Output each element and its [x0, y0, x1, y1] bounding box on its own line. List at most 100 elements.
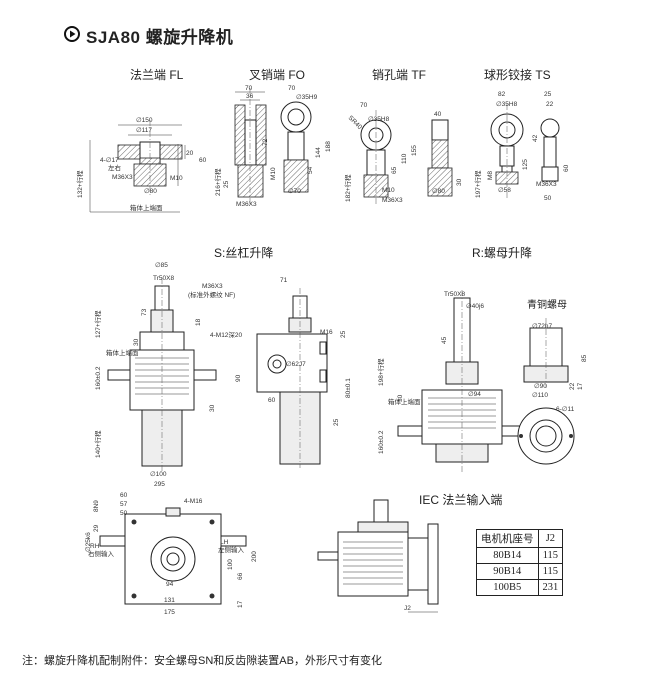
dim-fo-h188: 188 — [325, 141, 332, 152]
dim-tf-h155: 155 — [411, 145, 418, 156]
dim-ts-w82: 82 — [498, 91, 506, 98]
dim-plan-h66: 66 — [237, 572, 244, 580]
play-circle-icon — [64, 26, 80, 42]
dim-r-h160: 160±0.2 — [378, 430, 385, 454]
dim-ts-w25: 25 — [544, 91, 552, 98]
dim-fo-h72: 72 — [262, 138, 269, 146]
dim-ts-h50: 50 — [544, 195, 552, 202]
motor-frame-table: 电机机座号 J2 80B14 115 90B14 115 100B5 231 — [476, 529, 564, 596]
dim-fo-h25: 25 — [223, 180, 230, 188]
dim-s-h90: 90 — [235, 374, 242, 382]
dim-tf-h65: 65 — [391, 166, 398, 174]
dim-fl-d80: ∅80 — [144, 188, 157, 195]
dim-tf-m10: M10 — [382, 187, 395, 194]
pin-hole-end-view: 70 ∅35H8 SR40 40 110 155 65 30 ∅80 M10 M… — [343, 102, 463, 205]
dim-fl-holes: 4-∅17 — [100, 157, 119, 164]
table-cell: 80B14 — [476, 547, 539, 564]
dim-r-d90: ∅90 — [534, 383, 547, 390]
dim-fo-w36: 36 — [246, 93, 254, 100]
table-row: 90B14 115 — [476, 563, 564, 580]
dim-plan-w50: 50 — [120, 510, 128, 517]
dim-s-m36: M36X3 — [202, 283, 223, 290]
label-flange-end: 法兰端 FL — [130, 68, 184, 82]
label-ball-joint-end: 球形铰接 TS — [484, 68, 551, 82]
dim-s-h73: 73 — [141, 308, 148, 316]
dim-r-holes: 6-∅11 — [556, 406, 575, 413]
dim-s-w60: 60 — [268, 397, 276, 404]
dim-tf-d80: ∅80 — [432, 188, 445, 195]
nut-lift-front-view: Tr50X8 ∅40j6 45 198+行程 30 箱体上端面 ∅94 160±… — [376, 290, 527, 473]
dim-fo-pin: ∅35H9 — [296, 94, 318, 101]
footnote: 注：螺旋升降机配制附件：安全螺母SN和反齿隙装置AB，外形尺寸有变化 — [22, 655, 382, 667]
dim-ts-d58: ∅58 — [498, 187, 511, 194]
dim-s-m36-note: (标准外螺纹 NF) — [188, 290, 235, 299]
dim-fo-stroke: 216+行程 — [213, 168, 222, 196]
dim-plan-h100: 100 — [227, 559, 234, 570]
label-pin-hole-end: 销孔端 TF — [372, 68, 426, 82]
plan-and-iec-drawing: 60 57 50 8N9 4-M16 ∅25k6 29 RH 右侧输入 LH 左… — [85, 492, 439, 616]
dim-plan-rh: RH — [90, 543, 100, 550]
dim-s-box-top: 箱体上端面 — [106, 348, 139, 357]
dim-plan-w131: 131 — [164, 597, 175, 604]
label-fork-end: 叉销端 FO — [249, 68, 305, 82]
dim-iec-j2: J2 — [404, 605, 411, 612]
end-types-drawing: ∅150 ∅117 4-∅17 左右 M36X3 ∅80 20 60 M10 箱… — [75, 85, 570, 213]
dim-plan-w60: 60 — [120, 492, 128, 499]
dim-r-stroke: 198+行程 — [376, 358, 385, 386]
dim-tf-h40: 40 — [434, 111, 442, 118]
dim-r-h85: 85 — [581, 354, 588, 362]
dim-plan-m16: 4-M16 — [184, 498, 203, 505]
dim-fo-w70: 70 — [245, 85, 253, 92]
dim-r-h22: 22 — [569, 382, 576, 390]
section-title-screw-lift: S:丝杠升降 — [214, 246, 274, 260]
dim-tf-pin: ∅35H8 — [368, 116, 390, 123]
dim-s-h80: 80±0.1 — [345, 378, 352, 398]
plan-view: 60 57 50 8N9 4-M16 ∅25k6 29 RH 右侧输入 LH 左… — [85, 492, 258, 616]
dim-fo-w70b: 70 — [288, 85, 296, 92]
dim-plan-rh-note: 右侧输入 — [88, 549, 115, 558]
dim-ts-h60: 60 — [563, 164, 570, 172]
screw-lift-front-view: ∅85 Tr50X8 M36X3 (标准外螺纹 NF) 73 18 30 127… — [93, 262, 235, 488]
dim-plan-h200: 200 — [251, 551, 258, 562]
table-row: 100B5 231 — [476, 579, 564, 596]
table-cell: 90B14 — [476, 563, 539, 580]
dim-fl-d117: ∅117 — [136, 127, 152, 134]
fork-end-view: 70 36 70 ∅35H9 72 144 188 54 25 M10 ∅70 … — [213, 85, 332, 208]
dim-fo-thread: M36X3 — [236, 201, 257, 208]
dim-s-h18: 18 — [195, 318, 202, 326]
dim-s-h30: 30 — [133, 338, 140, 346]
screw-lift-side-view: 71 4-M12深20 M16 25 ∅62J7 90 60 80±0.1 25 — [210, 277, 352, 468]
table-cell: 231 — [537, 579, 564, 596]
dim-plan-d25k6: ∅25k6 — [85, 532, 92, 552]
dim-s-w71: 71 — [280, 277, 288, 284]
dim-s-d85: ∅85 — [155, 262, 168, 269]
table-header-motor-frame: 电机机座号 — [476, 529, 539, 548]
dim-r-tr: Tr50X8 — [444, 291, 465, 298]
iec-flange-view: J2 — [317, 499, 439, 613]
bronze-nut-view: ∅72h7 85 ∅90 ∅110 22 17 6-∅11 — [517, 318, 588, 465]
dim-r-d110: ∅110 — [532, 392, 548, 399]
dim-r-d40: ∅40j6 — [466, 303, 484, 310]
dim-tf-h30: 30 — [456, 178, 463, 186]
dim-ts-w22: 22 — [546, 101, 554, 108]
dim-r-box-top: 箱体上端面 — [388, 397, 421, 406]
page-title: SJA80 螺旋升降机 — [86, 28, 234, 47]
dim-fl-holes-note: 左右 — [108, 163, 122, 172]
dim-plan-h29: 29 — [93, 524, 100, 532]
table-row: 80B14 115 — [476, 547, 564, 564]
dim-r-h30: 30 — [397, 394, 404, 402]
dim-r-h17: 17 — [577, 382, 584, 390]
dim-r-h45: 45 — [441, 336, 448, 344]
flange-end-view: ∅150 ∅117 4-∅17 左右 M36X3 ∅80 20 60 M10 箱… — [75, 117, 207, 213]
dim-s-d62: ∅62J7 — [286, 361, 306, 368]
dim-s-w295: 295 — [154, 481, 165, 488]
dim-ts-stroke: 197+行程 — [473, 170, 482, 198]
dim-fl-stroke: 132+行程 — [75, 170, 84, 198]
section-title-nut-lift: R:螺母升降 — [472, 246, 533, 260]
dim-plan-lh-note: 左侧输入 — [218, 545, 245, 554]
table-cell: 115 — [537, 547, 564, 564]
dim-plan-w175: 175 — [164, 609, 175, 616]
dim-r-d94: ∅94 — [468, 391, 481, 398]
dim-fo-h54: 54 — [307, 166, 314, 174]
dim-plan-h17: 17 — [237, 600, 244, 608]
